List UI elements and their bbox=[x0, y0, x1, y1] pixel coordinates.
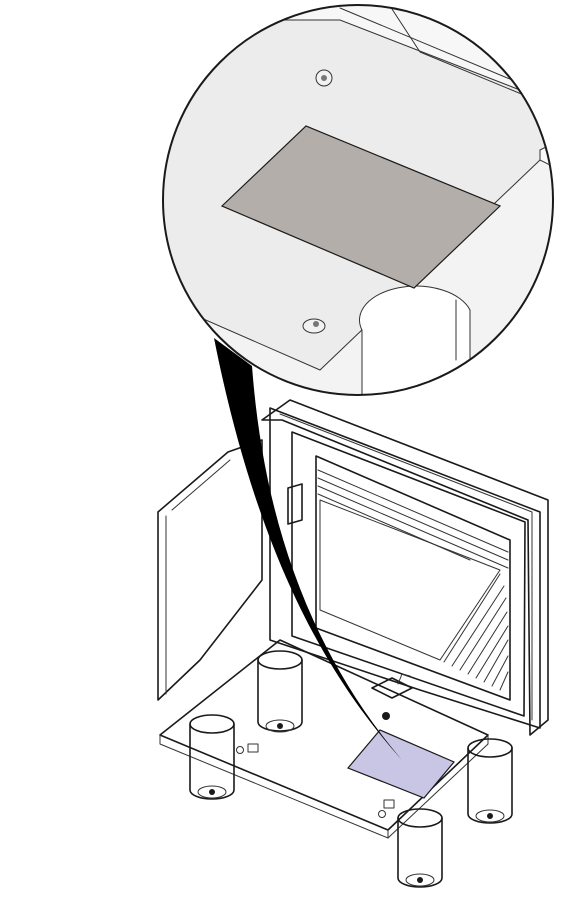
stove-left-panel bbox=[157, 439, 263, 701]
detail-bolt-top bbox=[315, 69, 333, 87]
plate-bolt bbox=[378, 810, 386, 818]
firebox-back bbox=[319, 499, 501, 661]
door-hinge bbox=[287, 483, 303, 525]
leg-front-left bbox=[189, 714, 235, 800]
stove-door bbox=[291, 431, 526, 717]
detail-plate bbox=[220, 125, 502, 289]
stove-body bbox=[157, 399, 549, 736]
leg-back-left bbox=[257, 650, 303, 733]
leg-front-right bbox=[397, 808, 443, 888]
plate-hole bbox=[382, 712, 390, 720]
plate-bolt bbox=[236, 746, 244, 754]
plate-tab bbox=[247, 743, 259, 753]
firebox-ribs bbox=[443, 573, 509, 691]
callout-pointer bbox=[214, 338, 402, 760]
air-control-knob bbox=[371, 677, 413, 699]
legs bbox=[189, 650, 513, 888]
detail-bolt-bottom bbox=[302, 318, 326, 334]
base-plate bbox=[159, 639, 489, 839]
door-glass bbox=[315, 455, 511, 701]
detail-magnifier bbox=[162, 4, 554, 396]
plate-tab bbox=[383, 799, 395, 809]
leg-back-right bbox=[467, 738, 513, 824]
base-plate-top bbox=[159, 639, 489, 831]
highlighted-plate bbox=[347, 729, 455, 799]
stove-front-frame bbox=[269, 407, 541, 729]
